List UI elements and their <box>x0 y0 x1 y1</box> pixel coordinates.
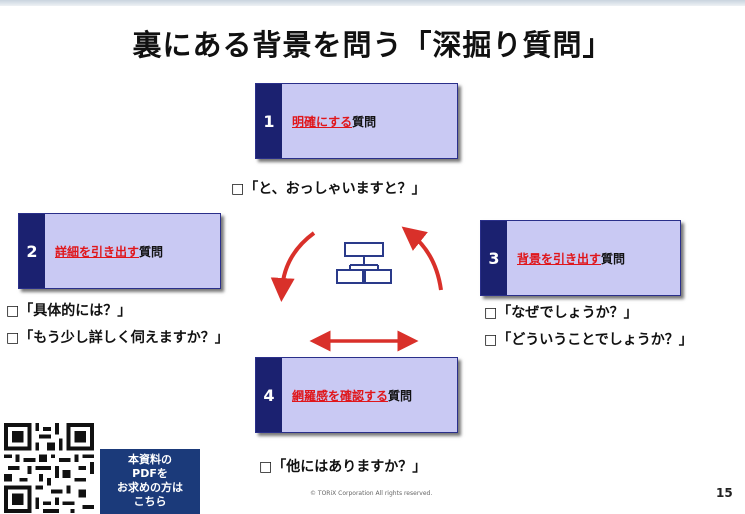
pdf-request-banner[interactable]: 本資料の PDFを お求めの方は こちら <box>100 449 200 514</box>
top-strip <box>0 0 745 6</box>
hierarchy-diagram-icon <box>336 242 392 284</box>
card-2: 2 詳細を引き出す質問 <box>18 213 221 289</box>
page-number: 15 <box>716 486 733 500</box>
card-4-question-1: □「他にはありますか？」 <box>259 459 427 475</box>
promo-line-1: 本資料の <box>128 453 172 466</box>
promo-line-4: こちら <box>133 495 167 508</box>
card-1-label: 明確にする質問 <box>282 113 376 130</box>
card-3-suffix: 質問 <box>601 251 626 266</box>
curved-arrow-icon-left <box>270 231 316 302</box>
card-3-number: 3 <box>481 221 507 295</box>
card-3-label: 背景を引き出す質問 <box>507 250 625 267</box>
copyright: © TORiX Corporation All rights reserved. <box>310 490 433 497</box>
qr-code[interactable] <box>3 423 95 513</box>
card-4-label: 網羅感を確認する質問 <box>282 387 412 404</box>
card-2-highlight: 詳細を引き出す <box>55 244 140 259</box>
card-3: 3 背景を引き出す質問 <box>480 220 681 296</box>
card-4-highlight: 網羅感を確認する <box>292 388 389 403</box>
card-3-highlight: 背景を引き出す <box>517 251 602 266</box>
card-2-question-1: □「具体的には？」 <box>6 303 132 319</box>
card-2-number: 2 <box>19 214 45 288</box>
promo-line-2: PDFを <box>132 467 168 480</box>
curved-arrow-icon-right <box>401 226 443 291</box>
card-1-suffix: 質問 <box>352 114 377 129</box>
card-4: 4 網羅感を確認する質問 <box>255 357 458 433</box>
card-2-suffix: 質問 <box>139 244 164 259</box>
slide-title: 裏にある背景を問う「深掘り質問」 <box>132 28 613 62</box>
card-1-highlight: 明確にする <box>292 114 353 129</box>
card-1: 1 明確にする質問 <box>255 83 458 159</box>
promo-line-3: お求めの方は <box>117 481 183 494</box>
card-1-number: 1 <box>256 84 282 158</box>
card-3-question-1: □「なぜでしょうか？」 <box>484 305 638 321</box>
card-4-number: 4 <box>256 358 282 432</box>
card-4-suffix: 質問 <box>388 388 413 403</box>
card-3-question-2: □「どういうことでしょうか？」 <box>484 332 693 348</box>
card-2-question-2: □「もう少し詳しく伺えますか？」 <box>6 330 229 346</box>
card-1-question-1: □「と、おっしゃいますと？」 <box>231 181 426 197</box>
card-2-label: 詳細を引き出す質問 <box>45 243 163 260</box>
